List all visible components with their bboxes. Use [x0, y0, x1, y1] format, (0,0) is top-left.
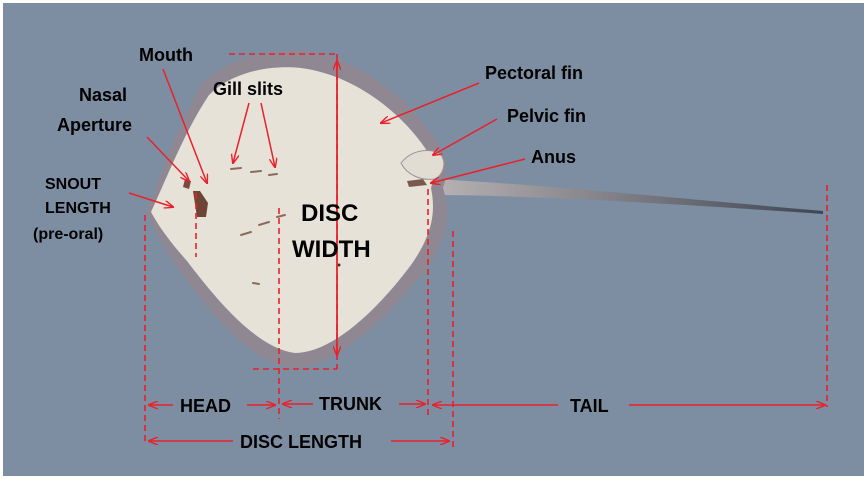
label-head: HEAD	[180, 396, 231, 416]
label-nasal: Nasal	[79, 85, 127, 105]
label-mouth: Mouth	[139, 45, 193, 65]
diagram-canvas: Mouth Gill slits Nasal Aperture SNOUT LE…	[3, 3, 864, 476]
label-disc: DISC	[301, 200, 358, 227]
label-pelvic-fin: Pelvic fin	[507, 106, 586, 126]
label-anus: Anus	[531, 147, 576, 167]
pelvic-fin-pointer	[433, 119, 497, 155]
label-tail: TAIL	[570, 396, 609, 416]
label-aperture: Aperture	[57, 115, 132, 135]
label-pre-oral: (pre-oral)	[33, 226, 103, 243]
body-spot	[338, 264, 341, 267]
label-disc-length: DISC LENGTH	[240, 432, 362, 452]
label-pectoral-fin: Pectoral fin	[485, 63, 583, 83]
stingray-diagram: Mouth Gill slits Nasal Aperture SNOUT LE…	[3, 3, 864, 476]
label-width: WIDTH	[292, 236, 371, 263]
label-snout: SNOUT	[45, 176, 101, 193]
label-gill-slits: Gill slits	[213, 79, 283, 99]
label-trunk: TRUNK	[319, 394, 382, 414]
label-snout-length: LENGTH	[45, 200, 111, 217]
tail-shape	[431, 179, 823, 214]
